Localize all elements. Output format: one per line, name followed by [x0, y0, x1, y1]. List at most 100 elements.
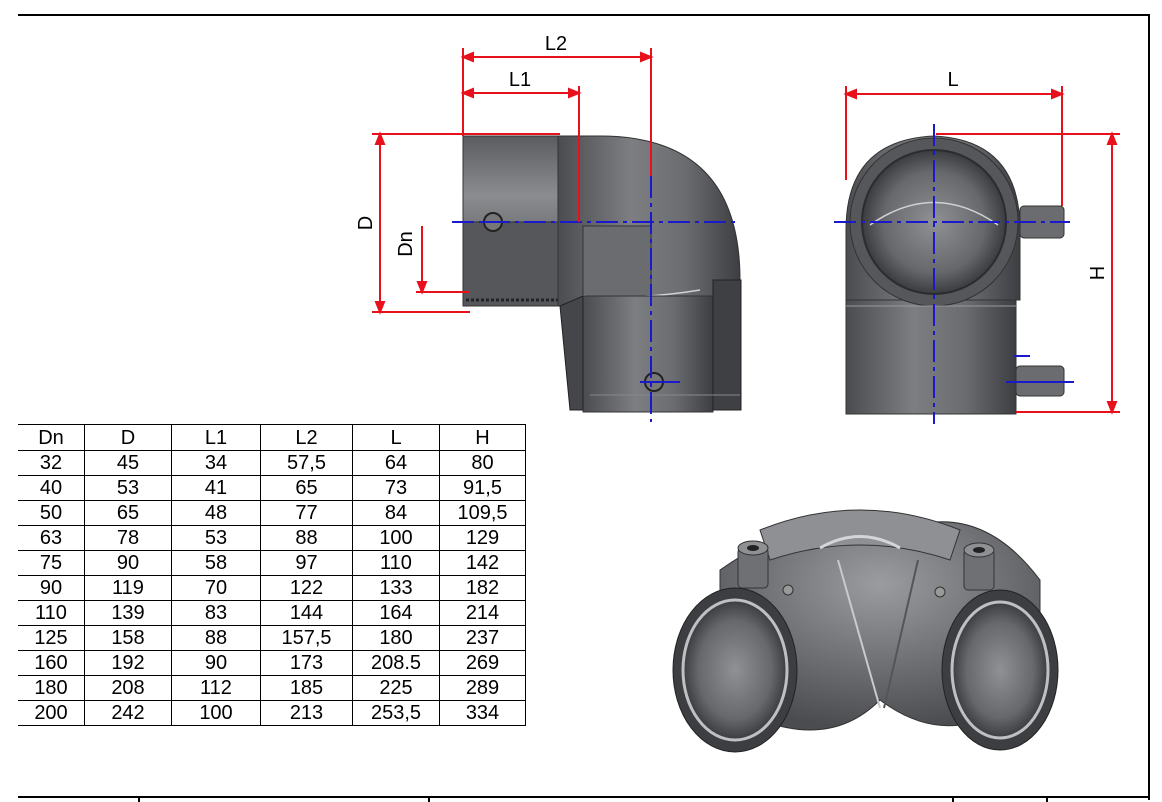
table-cell: 334: [439, 700, 526, 726]
frame-bottom-border: [18, 796, 1150, 798]
table-cell: 32: [18, 450, 85, 476]
table-cell: 109,5: [439, 500, 526, 526]
table-cell: 200: [18, 700, 85, 726]
table-cell: 173: [260, 650, 353, 676]
elbow-side-view: [462, 135, 742, 413]
table-cell: 75: [18, 550, 85, 576]
table-cell: 91,5: [439, 475, 526, 501]
table-cell: 110: [352, 550, 440, 576]
table-cell: 97: [260, 550, 353, 576]
table-cell: 73: [352, 475, 440, 501]
table-cell: 53: [84, 475, 172, 501]
table-cell: 83: [171, 600, 261, 626]
dim-label-d: D: [355, 216, 377, 230]
dim-label-dn: Dn: [395, 231, 417, 257]
table-cell: 84: [352, 500, 440, 526]
table-cell: 158: [84, 625, 172, 651]
column-header: L: [352, 424, 440, 451]
table-cell: 63: [18, 525, 85, 551]
table-cell: 88: [260, 525, 353, 551]
table-cell: 213: [260, 700, 353, 726]
center-lines: [452, 124, 1074, 424]
table-cell: 70: [171, 575, 261, 601]
table-cell: 45: [84, 450, 172, 476]
table-cell: 237: [439, 625, 526, 651]
table-cell: 50: [18, 500, 85, 526]
table-cell: 269: [439, 650, 526, 676]
table-cell: 122: [260, 575, 353, 601]
table-cell: 112: [171, 675, 261, 701]
table-cell: 119: [84, 575, 172, 601]
table-cell: 65: [260, 475, 353, 501]
table-cell: 214: [439, 600, 526, 626]
table-cell: 90: [84, 550, 172, 576]
title-block-divider: [1046, 796, 1048, 802]
table-cell: 88: [171, 625, 261, 651]
dim-label-l2: L2: [545, 33, 567, 55]
table-header-row: Dn D L1 L2 L H: [18, 424, 526, 451]
title-block-divider: [428, 796, 430, 802]
table-cell: 64: [352, 450, 440, 476]
table-cell: 242: [84, 700, 172, 726]
table-cell: 139: [84, 600, 172, 626]
table-cell: 144: [260, 600, 353, 626]
column-header: L1: [171, 424, 261, 451]
table-cell: 48: [171, 500, 261, 526]
table-cell: 182: [439, 575, 526, 601]
table-cell: 100: [171, 700, 261, 726]
table-cell: 142: [439, 550, 526, 576]
table-cell: 185: [260, 675, 353, 701]
table-cell: 65: [84, 500, 172, 526]
table-cell: 78: [84, 525, 172, 551]
table-cell: 34: [171, 450, 261, 476]
table-cell: 80: [439, 450, 526, 476]
frame-top-border: [18, 14, 1150, 16]
dim-label-l: L: [947, 69, 958, 91]
dim-label-l1: L1: [509, 69, 531, 91]
table-cell: 208: [84, 675, 172, 701]
table-cell: 129: [439, 525, 526, 551]
column-header: D: [84, 424, 172, 451]
column-header: L2: [260, 424, 353, 451]
column-header: H: [439, 424, 526, 451]
table-cell: 180: [18, 675, 85, 701]
table-cell: 125: [18, 625, 85, 651]
column-header: Dn: [18, 424, 85, 451]
table-cell: 225: [352, 675, 440, 701]
table-cell: 110: [18, 600, 85, 626]
dimension-lines: [372, 48, 1120, 415]
table-cell: 40: [18, 475, 85, 501]
table-cell: 90: [171, 650, 261, 676]
title-block-divider: [952, 796, 954, 802]
table-cell: 53: [171, 525, 261, 551]
title-block-divider: [138, 796, 140, 802]
table-cell: 57,5: [260, 450, 353, 476]
table-cell: 133: [352, 575, 440, 601]
table-cell: 192: [84, 650, 172, 676]
table-cell: 58: [171, 550, 261, 576]
table-cell: 77: [260, 500, 353, 526]
frame-right-border: [1148, 14, 1150, 800]
elbow-isometric-view: [672, 509, 1059, 753]
table-cell: 157,5: [260, 625, 353, 651]
table-cell: 160: [18, 650, 85, 676]
table-cell: 41: [171, 475, 261, 501]
table-cell: 208.5: [352, 650, 440, 676]
table-cell: 100: [352, 525, 440, 551]
table-cell: 289: [439, 675, 526, 701]
table-cell: 180: [352, 625, 440, 651]
dim-label-h: H: [1087, 266, 1109, 280]
table-cell: 90: [18, 575, 85, 601]
elbow-front-view: [845, 135, 1065, 415]
